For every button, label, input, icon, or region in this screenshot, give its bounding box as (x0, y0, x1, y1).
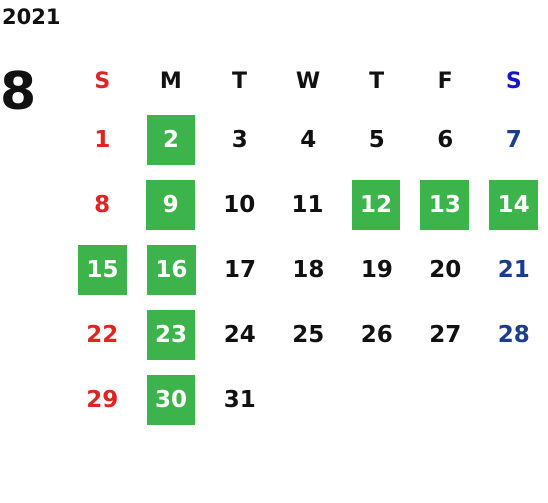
week-row: 8 9 10 11 12 13 14 (68, 172, 548, 237)
calendar-day[interactable]: 18 (292, 256, 325, 283)
calendar-day[interactable]: 17 (223, 256, 256, 283)
weekday-friday: F (437, 68, 453, 94)
calendar-day-empty (274, 375, 343, 425)
calendar-day[interactable]: 7 (505, 126, 522, 153)
calendar-day[interactable]: 11 (291, 191, 324, 218)
weekday-monday: M (159, 68, 182, 94)
calendar-day-highlighted[interactable]: 13 (420, 179, 470, 230)
calendar-day[interactable]: 26 (360, 321, 393, 348)
year-label: 2021 (2, 5, 61, 29)
week-row: 15 16 17 18 19 20 21 (68, 237, 548, 302)
calendar-day-highlighted[interactable]: 15 (78, 244, 127, 295)
calendar-day-empty (480, 375, 548, 425)
calendar-day-highlighted[interactable]: 14 (489, 179, 539, 230)
calendar-day[interactable]: 5 (368, 126, 385, 153)
calendar-day-empty (411, 375, 480, 425)
weekday-tuesday: T (231, 68, 247, 94)
calendar-day[interactable]: 1 (94, 126, 111, 153)
calendar-day[interactable]: 28 (497, 321, 530, 348)
calendar-day[interactable]: 24 (223, 321, 256, 348)
weekday-sunday: S (94, 68, 111, 94)
weekday-saturday: S (505, 68, 522, 94)
calendar-day-empty (342, 375, 411, 425)
calendar-day-highlighted[interactable]: 30 (146, 374, 196, 425)
week-row: 22 23 24 25 26 27 28 (68, 302, 548, 367)
week-row: 1 2 3 4 5 6 7 (68, 107, 548, 172)
calendar-day[interactable]: 29 (86, 386, 119, 413)
calendar-day[interactable]: 10 (223, 191, 256, 218)
calendar-day[interactable]: 31 (223, 386, 256, 413)
week-row: 29 30 31 (68, 367, 548, 432)
weekday-header-row: S M T W T F S (68, 55, 548, 107)
weekday-wednesday: W (295, 68, 321, 94)
calendar-day[interactable]: 6 (437, 126, 454, 153)
calendar-day-highlighted[interactable]: 23 (146, 309, 196, 360)
weekday-thursday: T (369, 68, 385, 94)
calendar-day[interactable]: 20 (429, 256, 462, 283)
calendar-day[interactable]: 4 (300, 126, 317, 153)
calendar-day-highlighted[interactable]: 2 (146, 114, 196, 165)
calendar-day[interactable]: 22 (86, 321, 119, 348)
calendar-day-highlighted[interactable]: 12 (351, 179, 401, 230)
month-number: 8 (0, 62, 37, 122)
calendar-day[interactable]: 3 (231, 126, 248, 153)
calendar-day-highlighted[interactable]: 16 (146, 244, 196, 295)
calendar-day[interactable]: 8 (94, 191, 111, 218)
calendar-day[interactable]: 25 (292, 321, 325, 348)
calendar-day[interactable]: 27 (429, 321, 462, 348)
calendar-day-highlighted[interactable]: 9 (146, 179, 196, 230)
calendar-day[interactable]: 19 (360, 256, 393, 283)
calendar-day[interactable]: 21 (497, 256, 530, 283)
